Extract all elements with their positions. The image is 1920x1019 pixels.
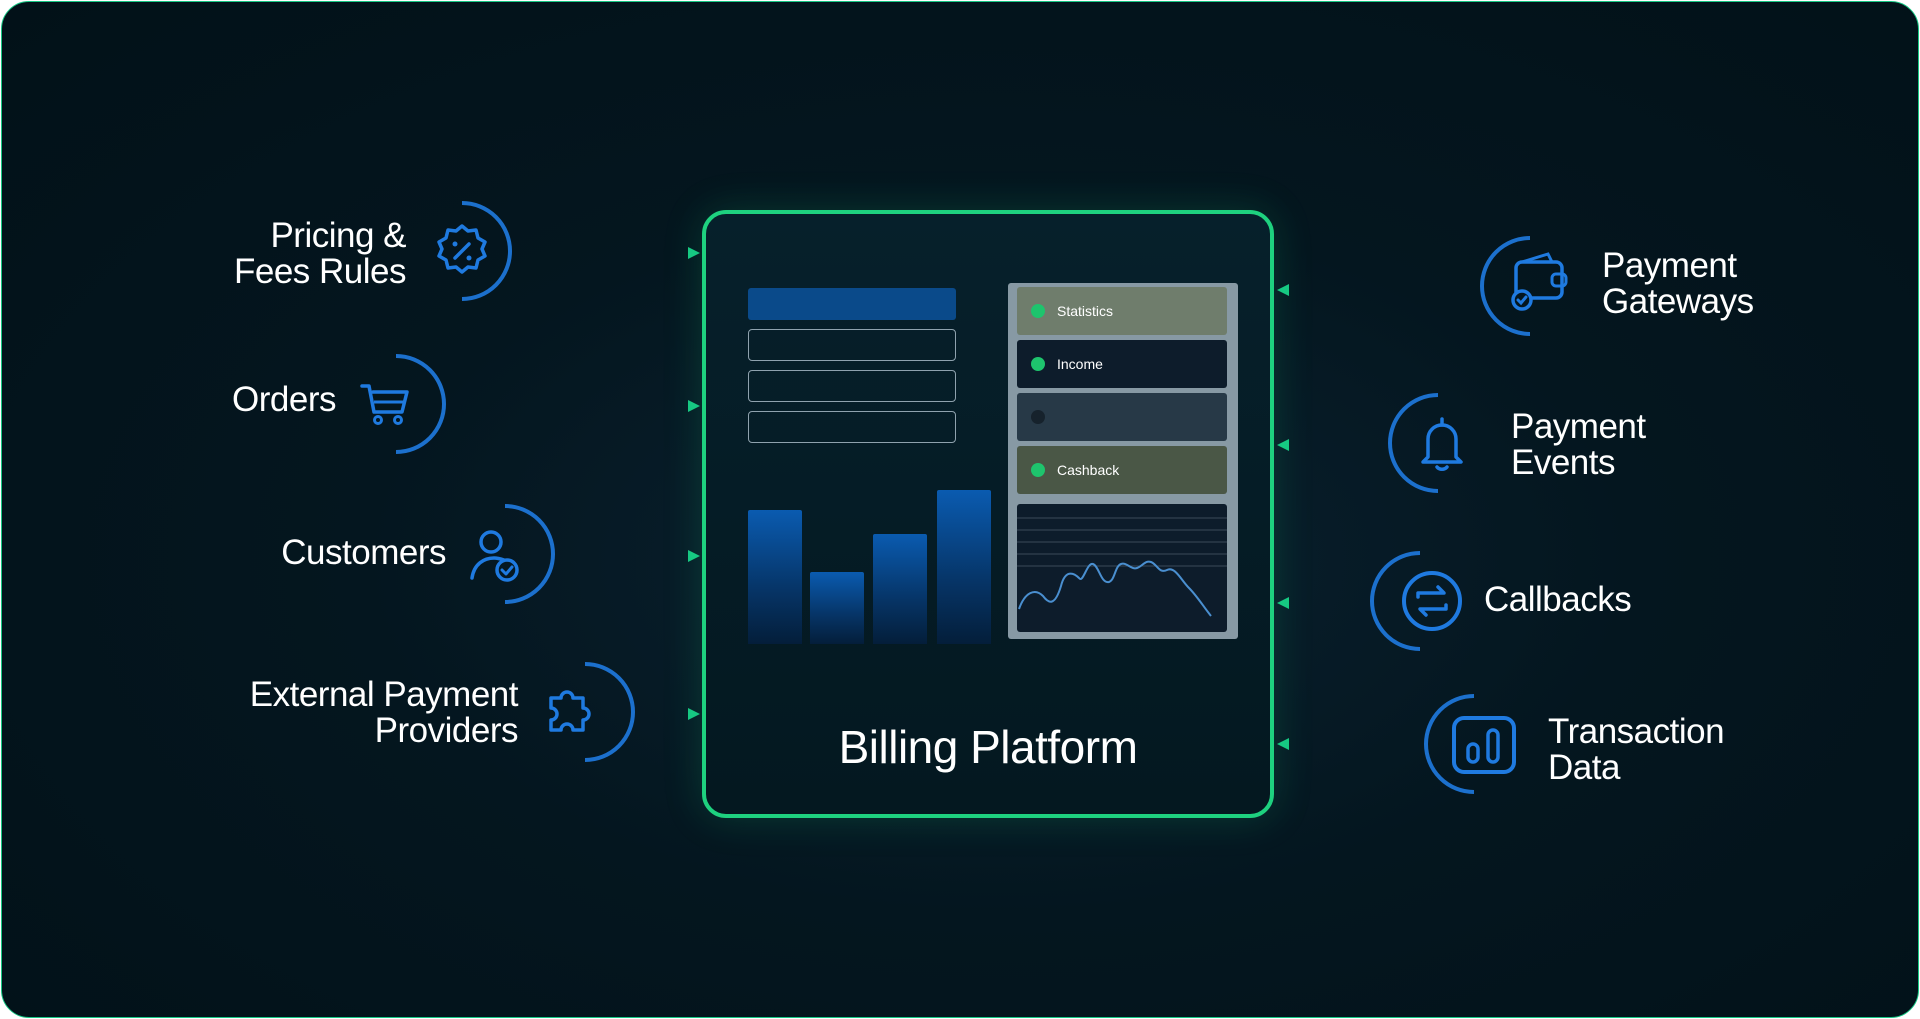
menu-item-label: Statistics [1057,303,1114,319]
form-field-2 [748,370,956,402]
arrowhead-pricing [688,247,700,259]
repeat-arrows-icon [1370,551,1468,651]
label-payment-events: Payment Events [1511,407,1646,482]
bell-icon [1388,393,1486,493]
status-dot [1031,357,1045,371]
menu-item-empty [1017,393,1227,441]
label-orders: Orders [232,380,336,419]
billing-platform-box: Statistics Income Cashback [702,210,1274,818]
label-transaction-data: Transaction Data [1548,712,1725,787]
bar-illustration [748,484,998,644]
status-dot [1031,463,1045,477]
menu-item-cashback: Cashback [1017,446,1227,494]
mini-line-chart-svg [1017,517,1227,617]
arrowhead-callbacks [1277,597,1289,609]
bar-3 [873,534,927,644]
label-customers: Customers [281,533,446,572]
bar-2 [810,572,864,644]
label-external-payment-providers: External Payment Providers [249,675,519,750]
form-field-3 [748,411,956,443]
label-payment-gateways: Payment Gateways [1602,246,1754,321]
menu-item-label: Cashback [1057,462,1120,478]
arrowhead-gateways [1277,284,1289,296]
arrowhead-external [688,708,700,720]
bar-1 [748,510,802,644]
bar-chart-icon [1424,694,1522,794]
bar-4 [937,490,991,644]
user-check-icon [457,504,555,604]
wallet-check-icon [1480,236,1578,336]
status-dot [1031,304,1045,318]
percent-badge-icon [414,201,512,301]
arrowhead-orders [688,400,700,412]
menu-item-label: Income [1057,356,1103,372]
platform-title: Billing Platform [838,721,1138,773]
label-callbacks: Callbacks [1484,580,1632,619]
mini-line-chart [1017,504,1227,632]
arrowhead-events [1277,439,1289,451]
puzzle-icon [537,662,635,762]
menu-item-statistics: Statistics [1017,287,1227,335]
status-dot [1031,410,1045,424]
arrowhead-transaction [1277,738,1289,750]
left-arrows [445,247,700,720]
right-arrows [1277,284,1484,750]
menu-panel: Statistics Income Cashback [1008,283,1238,639]
arrowhead-customers [688,550,700,562]
label-pricing-fees-rules: Pricing & Fees Rules [233,216,407,291]
form-field-1 [748,329,956,361]
menu-item-income: Income [1017,340,1227,388]
shopping-cart-icon [348,354,446,454]
form-header-bar [748,288,956,320]
